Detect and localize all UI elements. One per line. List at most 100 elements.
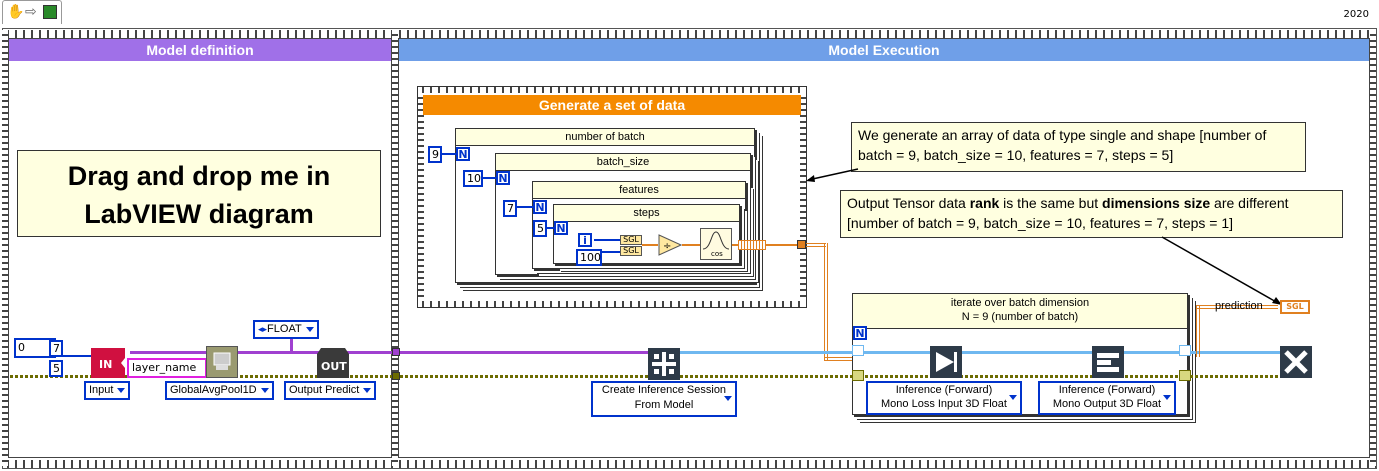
prediction-indicator[interactable]: SGL	[1280, 300, 1310, 314]
const-batch[interactable]: 9	[428, 146, 442, 163]
inference2-line1: Inference (Forward)	[1058, 384, 1156, 396]
n-terminal-iterate[interactable]: N	[853, 326, 867, 340]
inference-loss-dropdown[interactable]: Inference (Forward) Mono Loss Input 3D F…	[866, 381, 1022, 415]
inference-loss-node[interactable]	[930, 346, 962, 378]
to-sgl-node-1[interactable]: SGL	[620, 235, 642, 245]
loop-label-steps: steps	[554, 205, 739, 222]
release-session-node[interactable]	[1280, 346, 1312, 378]
inference-output-dropdown[interactable]: Inference (Forward) Mono Output 3D Float	[1038, 381, 1176, 415]
wire-i-sgl	[594, 239, 620, 241]
output-layer-node[interactable]: OUT	[317, 348, 349, 378]
loop-label-features: features	[533, 182, 745, 199]
sequence-frame-divider	[392, 30, 398, 466]
shift-register-left-session[interactable]	[852, 345, 864, 356]
array-element-2[interactable]: 5	[49, 360, 63, 377]
toolbar: ✋ ⇨ 2020	[0, 0, 1379, 28]
global-avg-pool-dropdown[interactable]: GlobalAvgPool1D	[165, 381, 274, 400]
output-tunnel	[797, 240, 806, 249]
wire-session-blue	[655, 351, 1293, 354]
sequence-film-bottom	[3, 460, 1376, 468]
wire-prediction-v	[1196, 305, 1200, 357]
annotation-arrow-2	[1161, 236, 1282, 305]
inference2-line2: Mono Output 3D Float	[1052, 398, 1162, 410]
drag-note-line2: LabVIEW diagram	[84, 199, 314, 229]
divide-node[interactable]: ÷	[658, 234, 683, 256]
n-terminal-steps[interactable]: N	[554, 221, 568, 235]
hand-tool-icon[interactable]: ✋	[7, 4, 25, 20]
annotation-arrow-1	[806, 168, 859, 182]
loop-label-batch-size: batch_size	[496, 154, 750, 171]
wire-prediction-h	[1196, 305, 1278, 309]
annotation-output-shape: Output Tensor data rank is the same but …	[840, 190, 1343, 238]
drag-drop-note: Drag and drop me in LabVIEW diagram	[17, 150, 381, 237]
generate-film-right	[800, 93, 806, 301]
iterate-label-line2: N = 9 (number of batch)	[961, 311, 1079, 323]
annot2-rank: rank	[969, 195, 1000, 211]
annot2-post: are different [number of batch = 9, batc…	[847, 195, 1289, 231]
array-index[interactable]: 0	[18, 341, 25, 354]
loop-label-batch: number of batch	[456, 129, 754, 146]
create-session-dropdown[interactable]: Create Inference Session From Model	[591, 381, 737, 417]
iterate-loop-label: iterate over batch dimension N = 9 (numb…	[853, 294, 1187, 329]
labview-icon[interactable]	[43, 5, 57, 19]
sequence-film-left	[2, 30, 8, 466]
const-100[interactable]: 100	[576, 249, 602, 266]
cos-node[interactable]: cos	[700, 228, 732, 260]
wire-n-steps	[547, 227, 554, 229]
const-features[interactable]: 7	[503, 200, 517, 217]
wire-float-v	[290, 336, 293, 352]
increment-decrement-icon[interactable]: ◂▸	[258, 324, 268, 334]
n-terminal-batch-size[interactable]: N	[496, 171, 510, 185]
n-terminal-batch[interactable]: N	[456, 147, 470, 161]
wire-n-features	[517, 206, 533, 208]
in-label: IN	[99, 358, 113, 371]
chevron-down-icon	[260, 387, 269, 393]
chevron-down-icon	[1009, 395, 1017, 400]
drag-note-line1: Drag and drop me in	[67, 161, 331, 191]
array-element-1[interactable]: 7	[49, 340, 63, 357]
tunnel-error	[392, 372, 400, 380]
chevron-down-icon	[724, 396, 732, 401]
chevron-down-icon	[1163, 395, 1171, 400]
shift-register-left-error[interactable]	[852, 370, 864, 381]
version-label: 2020	[1343, 9, 1369, 20]
n-terminal-features[interactable]: N	[533, 200, 547, 214]
chevron-down-icon	[363, 387, 372, 393]
sequence-film-top	[3, 30, 1376, 38]
i-terminal[interactable]: i	[578, 233, 592, 247]
wire-array-in	[63, 355, 93, 357]
input-dropdown[interactable]: Input	[84, 381, 131, 400]
annot2-dim: dimensions size	[1102, 195, 1211, 211]
shift-register-right-error[interactable]	[1179, 370, 1191, 381]
to-sgl-node-2[interactable]: SGL	[620, 246, 642, 256]
output-predict-label: Output Predict	[289, 384, 360, 396]
wire-100-sgl	[602, 251, 620, 253]
sequence-film-right	[1370, 30, 1376, 466]
toolbar-tab: ✋ ⇨	[2, 0, 62, 24]
wire-n-batch	[442, 153, 456, 155]
inference-output-node[interactable]	[1092, 346, 1124, 378]
wire-divide-cos	[682, 244, 700, 246]
svg-text:÷: ÷	[663, 241, 671, 252]
generate-film-bottom	[418, 301, 806, 307]
output-predict-dropdown[interactable]: Output Predict	[284, 381, 377, 400]
shift-register-right-session[interactable]	[1179, 345, 1191, 356]
arrow-right-icon[interactable]: ⇨	[25, 4, 37, 20]
generate-film-top	[418, 87, 806, 93]
layer-name-string[interactable]: layer_name	[127, 358, 207, 378]
model-execution-title: Model Execution	[399, 39, 1369, 61]
const-batch-size[interactable]: 10	[463, 170, 483, 187]
float-dropdown[interactable]: ◂▸FLOAT	[253, 320, 319, 339]
global-avg-pool-node[interactable]	[206, 346, 238, 378]
input-layer-node[interactable]: IN	[91, 348, 125, 378]
create-session-node[interactable]	[648, 348, 680, 380]
wire-array-h1	[806, 243, 826, 247]
iterate-label-line1: iterate over batch dimension	[950, 297, 1090, 309]
wire-array-h2	[824, 357, 852, 361]
input-dropdown-label: Input	[89, 384, 114, 396]
cos-label: cos	[711, 250, 723, 258]
float-dropdown-label: FLOAT	[267, 323, 302, 335]
array-tunnel	[738, 240, 766, 250]
const-steps[interactable]: 5	[533, 220, 547, 237]
wire-n-batch-size	[483, 177, 496, 179]
